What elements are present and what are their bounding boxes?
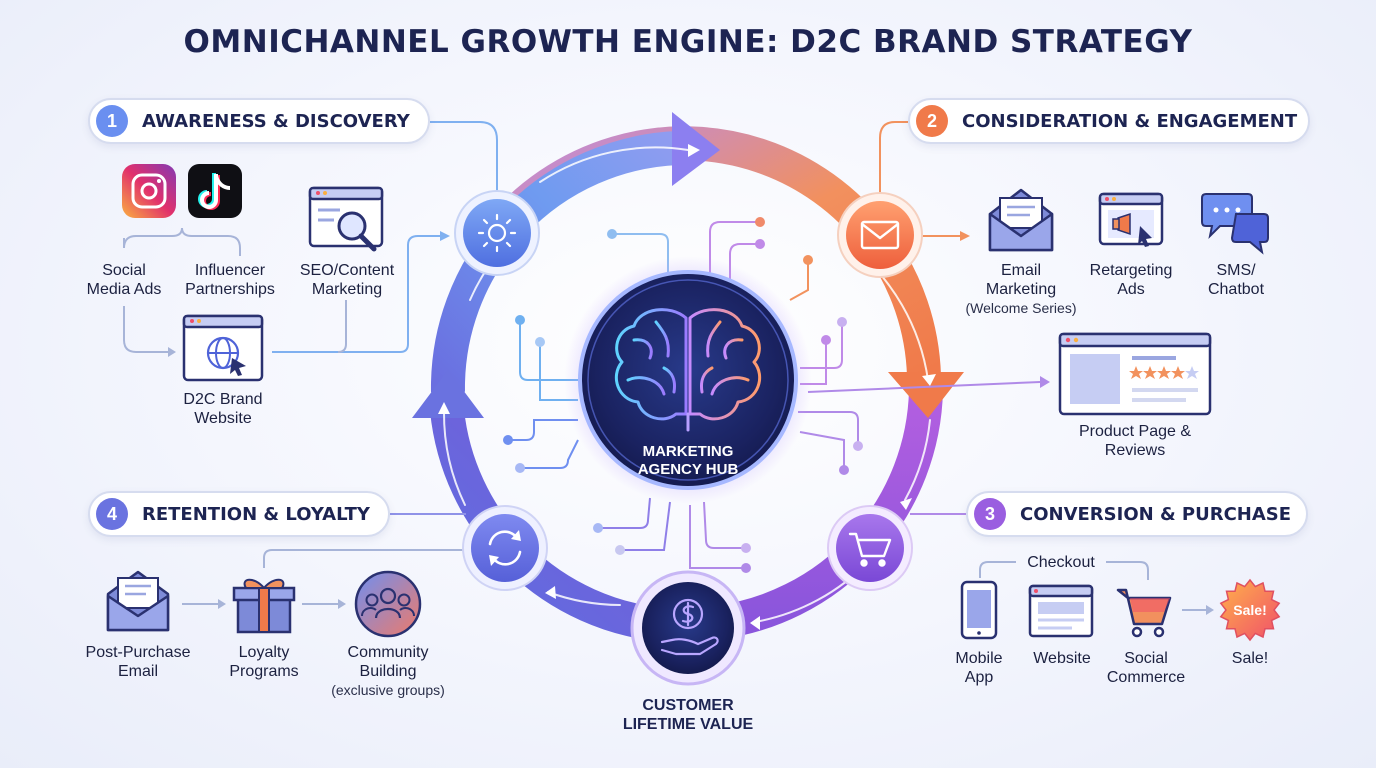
clv-label: CUSTOMER LIFETIME VALUE (622, 697, 754, 733)
cart-icon (848, 532, 892, 567)
stage-number: 4 (96, 498, 128, 530)
page-title: OMNICHANNEL GROWTH ENGINE: D2C BRAND STR… (183, 24, 1193, 60)
sun-awareness-icon (477, 213, 517, 253)
checkout-label: Checkout (1027, 554, 1095, 571)
post-purchase-email-icon[interactable] (106, 570, 170, 632)
retargeting-ads-label: Retargeting Ads (1089, 262, 1173, 298)
circuit-traces (508, 221, 859, 569)
brain-icon (615, 308, 761, 432)
chat-bubbles-icon[interactable] (1201, 193, 1269, 255)
conversion-node[interactable] (827, 505, 913, 591)
retention-node[interactable] (462, 505, 548, 591)
stage-label: AWARENESS & DISCOVERY (142, 110, 410, 132)
stage-label: CONSIDERATION & ENGAGEMENT (962, 110, 1298, 132)
awareness-node[interactable] (454, 190, 540, 276)
connector-lines (123, 121, 1214, 615)
gift-icon[interactable] (232, 578, 296, 634)
website-label: Website (1033, 650, 1091, 667)
stage-label: CONVERSION & PURCHASE (1020, 503, 1292, 525)
instagram-icon[interactable] (122, 164, 176, 218)
ring-arrowhead-left (412, 370, 484, 418)
tiktok-icon[interactable] (188, 164, 242, 218)
community-building-label: Community Building (exclusive groups) (331, 644, 445, 698)
envelope-icon (860, 220, 900, 250)
browser-window-icon[interactable] (1028, 584, 1094, 638)
email-open-icon[interactable] (988, 188, 1054, 252)
stage-label: RETENTION & LOYALTY (142, 503, 370, 525)
stage-pill-conversion[interactable]: 3 CONVERSION & PURCHASE (966, 491, 1308, 537)
hub-label-line2: AGENCY HUB (638, 461, 739, 478)
stage-number: 3 (974, 498, 1006, 530)
dollar-hand-icon (660, 598, 719, 656)
social-cart-icon[interactable] (1116, 588, 1172, 638)
globe-browser-icon[interactable] (182, 314, 264, 382)
mobile-app-label: Mobile App (955, 650, 1003, 686)
refresh-icon (488, 530, 522, 566)
stage-number: 2 (916, 105, 948, 137)
product-page-icon[interactable] (1058, 332, 1212, 416)
sale-badge-icon: Sale! (1219, 578, 1281, 642)
email-marketing-label: Email Marketing (Welcome Series) (965, 262, 1077, 316)
consideration-node[interactable] (837, 192, 923, 278)
loyalty-programs-label: Loyalty Programs (229, 644, 299, 680)
product-page-label: Product Page & Reviews (1078, 423, 1192, 459)
clv-node[interactable] (630, 570, 746, 686)
sms-chatbot-label: SMS/ Chatbot (1207, 262, 1265, 298)
sale-label: Sale! (1231, 650, 1269, 667)
stage-pill-awareness[interactable]: 1 AWARENESS & DISCOVERY (88, 98, 430, 144)
hub-label-line1: MARKETING (643, 443, 734, 460)
seo-magnifier-icon[interactable] (308, 186, 384, 252)
social-commerce-label: Social Commerce (1106, 650, 1186, 686)
circuit-dots (503, 217, 863, 573)
d2c-website-label: D2C Brand Website (183, 391, 263, 427)
influencer-label: Influencer Partnerships (185, 262, 275, 298)
stage-pill-retention[interactable]: 4 RETENTION & LOYALTY (88, 491, 390, 537)
stage-pill-consideration[interactable]: 2 CONSIDERATION & ENGAGEMENT (908, 98, 1310, 144)
ring-arrowhead-right (888, 372, 964, 418)
community-icon[interactable] (354, 570, 422, 638)
stage-number: 1 (96, 105, 128, 137)
seo-content-label: SEO/Content Marketing (299, 262, 395, 298)
marketing-hub: MARKETING AGENCY HUB (564, 256, 812, 504)
post-purchase-email-label: Post-Purchase Email (85, 644, 191, 680)
retargeting-megaphone-icon[interactable] (1098, 192, 1164, 247)
sale-badge-text: Sale! (1233, 602, 1266, 618)
social-media-ads-label: Social Media Ads (86, 262, 162, 298)
mobile-phone-icon[interactable] (960, 580, 998, 640)
